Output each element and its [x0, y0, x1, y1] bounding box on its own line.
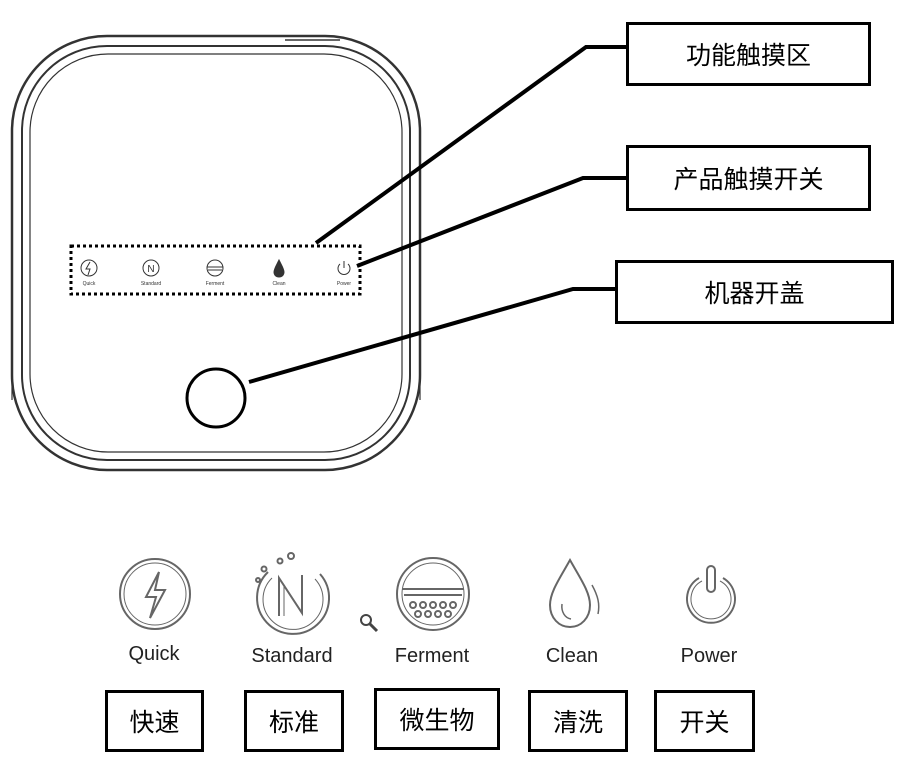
label-clean: Clean [545, 645, 599, 667]
label-power: Power [680, 645, 738, 667]
touch-area-outline [69, 244, 362, 296]
n-circle-icon [255, 552, 331, 635]
label-standard: Standard [251, 645, 333, 667]
mini-quick-label: Quick [83, 281, 96, 287]
lid-open-button[interactable] [185, 367, 247, 429]
cn-clean-text: 清洗 [552, 708, 603, 737]
magnifier-icon [360, 614, 379, 633]
power-icon [686, 565, 736, 624]
cn-box-power: 开关 [654, 690, 755, 752]
callout-function-touch-area: 功能触摸区 [626, 22, 871, 86]
cn-standard-text: 标准 [268, 708, 319, 737]
lightning-icon [119, 558, 191, 630]
device-body [10, 34, 422, 472]
mini-ferment-icon [206, 259, 224, 277]
mini-power-label: Power [337, 281, 352, 287]
mini-clean-icon [273, 258, 285, 278]
ferment-dish-icon [396, 557, 470, 631]
callout-product-touch-switch-text: 产品触摸开关 [673, 165, 824, 194]
label-quick: Quick [128, 643, 180, 665]
callout-product-touch-switch: 产品触摸开关 [626, 145, 871, 211]
mini-standard-label: Standard [141, 281, 162, 287]
mini-standard-icon: N [142, 259, 160, 277]
mini-ferment-label: Ferment [206, 281, 225, 287]
cn-box-standard: 标准 [244, 690, 344, 752]
cn-ferment-text: 微生物 [399, 706, 475, 735]
mini-quick-icon [80, 259, 98, 277]
callout-function-touch-area-text: 功能触摸区 [685, 41, 811, 70]
callout-machine-lid: 机器开盖 [615, 260, 894, 324]
callout-machine-lid-text: 机器开盖 [704, 279, 805, 308]
cn-box-quick: 快速 [105, 690, 204, 752]
cn-quick-text: 快速 [129, 708, 180, 737]
label-ferment: Ferment [394, 645, 470, 667]
mini-clean-label: Clean [272, 281, 285, 287]
cn-box-clean: 清洗 [528, 690, 628, 752]
cn-power-text: 开关 [679, 708, 730, 737]
mini-power-icon [337, 261, 351, 275]
leader-lines [248, 45, 628, 384]
svg-text:N: N [147, 264, 154, 275]
water-drop-icon [548, 557, 600, 629]
cn-box-ferment: 微生物 [374, 688, 500, 750]
